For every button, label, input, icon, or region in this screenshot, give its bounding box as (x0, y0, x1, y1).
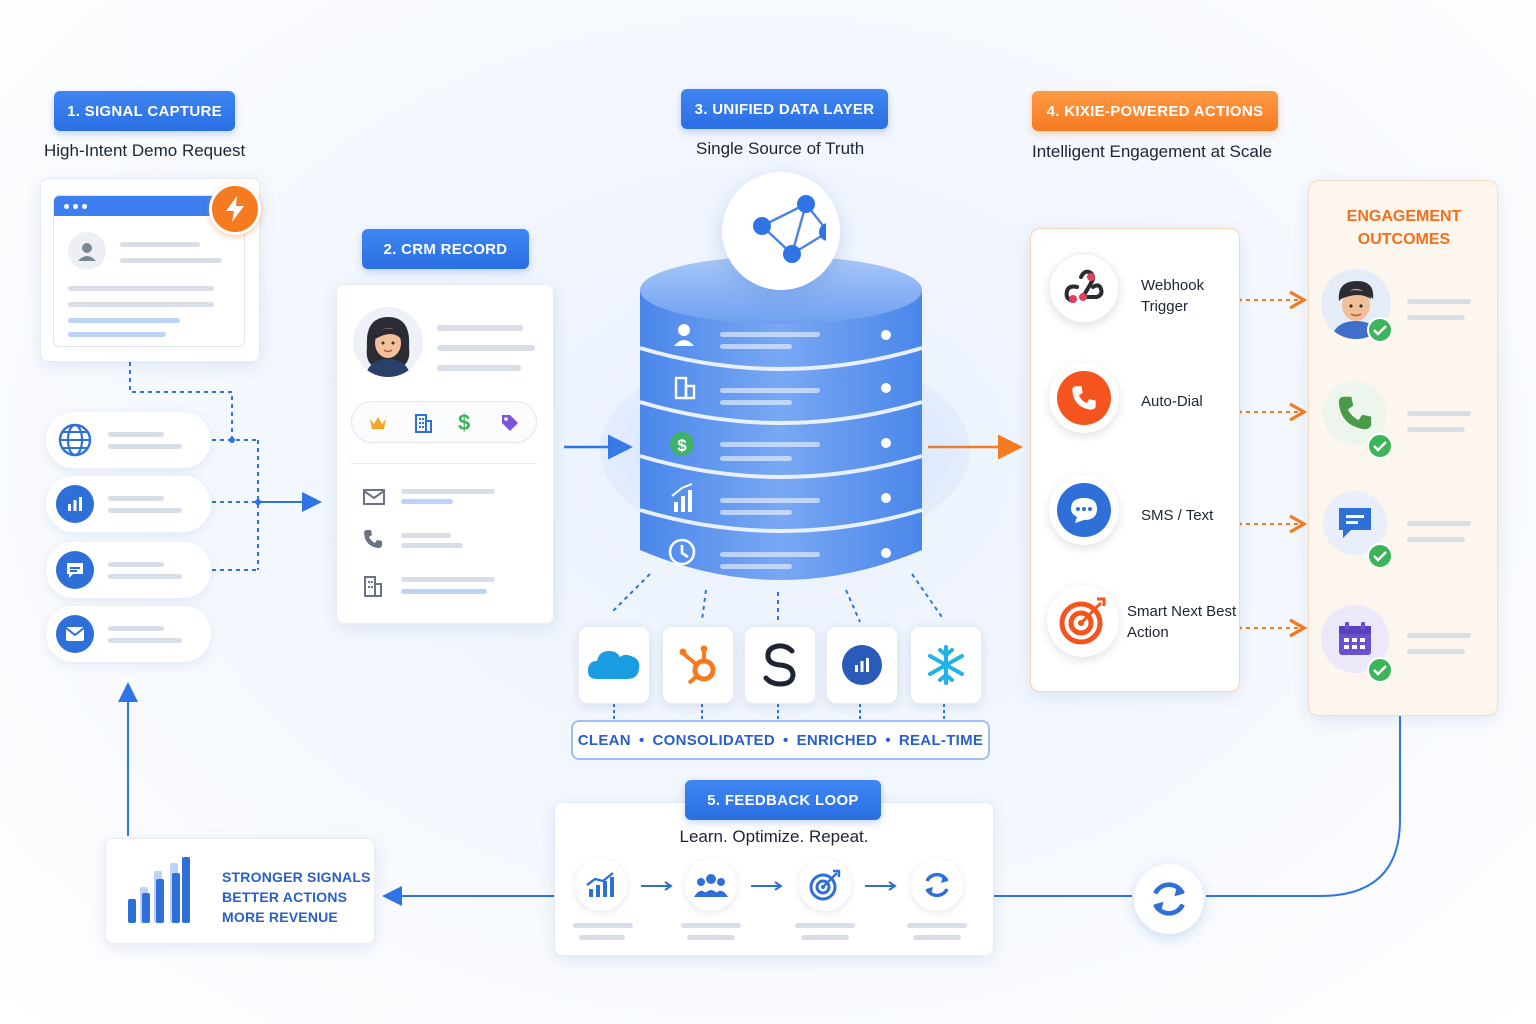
crm-tag-bar: $ (351, 401, 537, 443)
salesforce-logo-icon[interactable] (578, 626, 650, 704)
webhook-icon[interactable] (1049, 253, 1119, 323)
database-cylinder: $ (639, 256, 923, 580)
result-more-revenue: MORE REVENUE (222, 909, 338, 925)
svg-text:$: $ (677, 436, 687, 455)
check-icon (1367, 657, 1393, 683)
loop-refresh-icon (1134, 864, 1204, 934)
step-5-label: 5. FEEDBACK LOOP (685, 780, 881, 820)
tag-icon (502, 415, 518, 431)
growth-chart-icon (575, 859, 627, 911)
action-sms-label: SMS / Text (1141, 507, 1214, 524)
step-1-subtitle: High-Intent Demo Request (44, 141, 246, 160)
phone-icon (364, 530, 382, 548)
crm-record-card: $ (336, 284, 554, 624)
result-better-actions: BETTER ACTIONS (222, 889, 348, 905)
user-avatar-icon (68, 232, 106, 270)
mail-icon (363, 489, 385, 505)
step-1-label: 1. SIGNAL CAPTURE (54, 91, 235, 131)
step-2-label: 2. CRM RECORD (362, 229, 529, 269)
actions-panel: Webhook Trigger Auto-Dial SMS / Text Sma… (1030, 228, 1240, 692)
dollar-icon: $ (458, 410, 471, 435)
refresh-icon (911, 859, 963, 911)
growth-chart-icon (671, 483, 693, 512)
engagement-outcomes-panel: ENGAGEMENT OUTCOMES (1308, 180, 1498, 716)
building-icon (674, 376, 696, 400)
quality-enriched: ENRICHED (796, 731, 878, 749)
feedback-loop-card: Learn. Optimize. Repeat. (554, 802, 994, 956)
action-auto-dial-label: Auto-Dial (1141, 393, 1203, 410)
crown-icon (370, 417, 386, 429)
target-icon (799, 859, 851, 911)
source-row-email[interactable] (46, 606, 211, 662)
action-next-best-label: Smart Next Best Action (1127, 603, 1237, 641)
source-row-analytics[interactable] (46, 476, 211, 532)
step-3-label: 3. UNIFIED DATA LAYER (681, 89, 888, 129)
quality-consolidated: CONSOLIDATED (652, 731, 775, 749)
target-icon[interactable] (1047, 585, 1119, 657)
chat-icon[interactable] (1049, 475, 1119, 545)
quality-clean: CLEAN (577, 731, 631, 749)
team-icon (685, 859, 737, 911)
chat-icon (56, 551, 94, 589)
globe-icon (56, 421, 94, 459)
demo-request-card (40, 178, 261, 362)
outcomes-title: ENGAGEMENT OUTCOMES (1346, 208, 1462, 248)
check-icon (1367, 543, 1393, 569)
result-stronger-signals: STRONGER SIGNALS (222, 869, 371, 885)
bar-chart-icon (128, 857, 190, 923)
check-icon (1367, 433, 1393, 459)
step-3-subtitle: Single Source of Truth (696, 139, 865, 158)
snowflake-logo-icon[interactable] (910, 626, 982, 704)
source-row-web[interactable] (46, 412, 211, 468)
network-hub-icon (722, 172, 840, 290)
bar-chart-icon (56, 485, 94, 523)
building-icon (415, 414, 432, 433)
user-icon (674, 324, 694, 346)
data-qualities-bar: CLEAN • CONSOLIDATED • ENRICHED • REAL-T… (571, 720, 990, 760)
step-4-subtitle: Intelligent Engagement at Scale (1032, 142, 1273, 161)
phone-icon[interactable] (1049, 363, 1119, 433)
step-5-subtitle: Learn. Optimize. Repeat. (679, 827, 869, 846)
source-row-chat[interactable] (46, 542, 211, 598)
lightning-icon (209, 183, 261, 235)
action-webhook-label: Webhook Trigger (1141, 277, 1205, 315)
check-icon (1367, 317, 1393, 343)
analytics-logo-icon[interactable] (826, 626, 898, 704)
contact-avatar-icon (353, 307, 423, 377)
clock-icon (668, 538, 696, 566)
quality-real-time: REAL-TIME (898, 731, 984, 749)
hubspot-logo-icon[interactable] (662, 626, 734, 704)
segment-logo-icon[interactable] (744, 626, 816, 704)
results-card: STRONGER SIGNALS BETTER ACTIONS MORE REV… (105, 838, 375, 944)
building-icon (364, 576, 382, 597)
step-4-label: 4. KIXIE-POWERED ACTIONS (1032, 91, 1278, 131)
browser-titlebar (54, 196, 244, 216)
mail-icon (56, 615, 94, 653)
